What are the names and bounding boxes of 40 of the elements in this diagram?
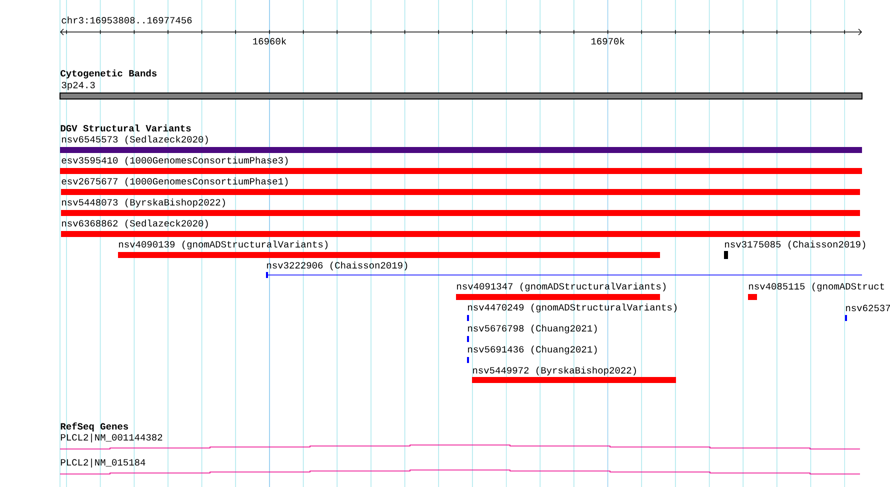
variant-track: nsv4470249 (gnomADStructuralVariants) <box>467 304 677 321</box>
ruler-title: chr3:16953808..16977456 <box>62 16 192 24</box>
tick-label: 16960k <box>253 38 286 44</box>
variant-track: nsv5691436 (Chuang2021) <box>467 346 597 363</box>
node-label: nsv62537 <box>846 304 890 312</box>
node-label: nsv5449972 (ByrskaBishop2022) <box>473 366 636 376</box>
node-label: nsv5448073 (ByrskaBishop2022) <box>62 198 225 208</box>
variant-track: nsv6545573 (Sedlazeck2020) <box>60 136 862 153</box>
node-label: 3p24.3 <box>62 82 95 90</box>
variant-track: nsv62537 <box>845 304 890 321</box>
variant-track: esv3595410 (1000GenomesConsortiumPhase3) <box>60 156 862 174</box>
variant-track: nsv5676798 (Chuang2021) <box>467 324 597 342</box>
variant-track: nsv4085115 (gnomADStruct <box>748 282 884 300</box>
cytoband-track: 3p24.3 <box>60 82 863 100</box>
track-heading: DGV Structural Variants <box>60 124 191 132</box>
variant-track: nsv4090139 (gnomADStructuralVariants) <box>118 240 660 258</box>
node-label: nsv4091347 (gnomADStructuralVariants) <box>457 282 666 292</box>
variant-track: nsv3175085 (Chaisson2019) <box>724 240 866 259</box>
gene-track: PLCL2|NM_015184 <box>60 458 860 474</box>
variant-track: nsv5448073 (ByrskaBishop2022) <box>61 198 860 216</box>
node-label: nsv6545573 (Sedlazeck2020) <box>62 136 208 144</box>
variant-track: nsv5449972 (ByrskaBishop2022) <box>472 366 676 383</box>
tick-label: 16970k <box>591 38 624 44</box>
node-label: esv3595410 (1000GenomesConsortiumPhase3) <box>62 156 288 166</box>
node-label: nsv5691436 (Chuang2021) <box>468 346 597 354</box>
node-label: nsv3222906 (Chaisson2019) <box>267 262 408 270</box>
variant-track: esv2675677 (1000GenomesConsortiumPhase1) <box>61 178 860 195</box>
variant-track: nsv3222906 (Chaisson2019) <box>266 262 862 278</box>
node-label: nsv5676798 (Chuang2021) <box>468 324 597 334</box>
node-label: nsv4085115 (gnomADStruct <box>749 282 884 292</box>
node-label: esv2675677 (1000GenomesConsortiumPhase1) <box>62 178 288 186</box>
variant-track: nsv6368862 (Sedlazeck2020) <box>61 220 860 237</box>
node-label: nsv6368862 (Sedlazeck2020) <box>62 220 208 228</box>
node-label: nsv3175085 (Chaisson2019) <box>725 240 866 250</box>
track-heading: RefSeq Genes <box>60 422 128 432</box>
variant-track: nsv4091347 (gnomADStructuralVariants) <box>456 282 666 300</box>
track-heading: Cytogenetic Bands <box>60 70 157 78</box>
node-label: nsv4090139 (gnomADStructuralVariants) <box>119 240 328 250</box>
gene-track: PLCL2|NM_001144382 <box>60 434 860 450</box>
node-label: nsv4470249 (gnomADStructuralVariants) <box>468 304 677 312</box>
